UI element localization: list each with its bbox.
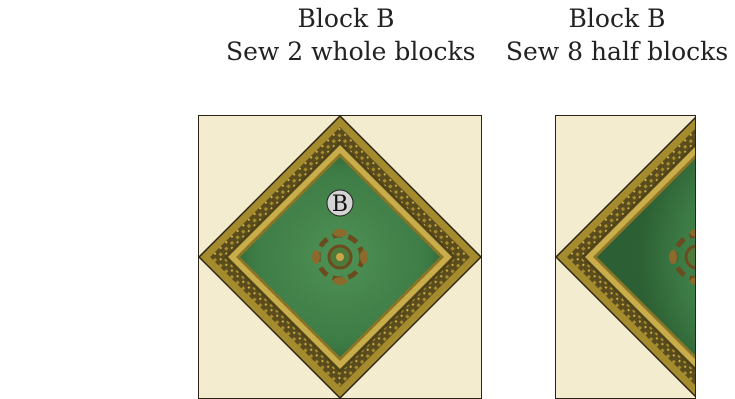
half-block-title: Block B	[502, 2, 732, 35]
whole-block-title: Block B	[226, 2, 466, 35]
half-block-diagram	[555, 115, 696, 399]
half-block-caption: Block B Sew 8 half blocks	[502, 2, 732, 68]
whole-block-instruction: Sew 2 whole blocks	[226, 35, 466, 68]
half-block-instruction: Sew 8 half blocks	[502, 35, 732, 68]
whole-block-diagram: B	[198, 115, 482, 399]
whole-block-caption: Block B Sew 2 whole blocks	[226, 2, 466, 68]
block-label: B	[332, 192, 348, 217]
